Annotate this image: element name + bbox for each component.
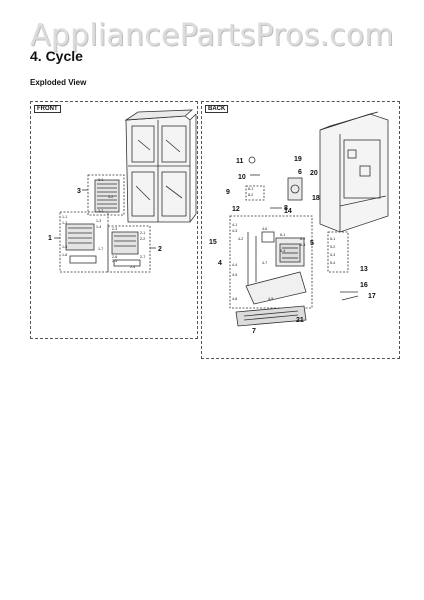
front-sublabel: 2-5: [112, 259, 117, 263]
exploded-view-subtitle: Exploded View: [30, 78, 87, 87]
front-callout: 1: [48, 235, 52, 242]
back-callout: 4: [218, 260, 222, 267]
front-sublabel: 2-3: [112, 227, 117, 231]
back-callout: 21: [296, 317, 304, 324]
back-callout: 6: [298, 169, 302, 176]
back-sublabel: 8-1: [248, 187, 253, 191]
back-sublabel: 4-4: [232, 263, 237, 267]
front-sublabel: 2-2: [140, 237, 145, 241]
front-panel-tag: FRONT: [34, 105, 61, 113]
back-callout: 15: [209, 239, 217, 246]
back-panel-tag: BACK: [205, 105, 229, 113]
front-sublabel: 1-7: [98, 247, 103, 251]
back-sublabel: 6-2: [300, 237, 305, 241]
front-sublabel: 1-5: [62, 245, 67, 249]
back-sublabel: 8-2: [248, 193, 253, 197]
back-sublabel: 5-3: [330, 253, 335, 257]
back-callout: 18: [312, 195, 320, 202]
back-callout: 11: [236, 158, 244, 165]
front-sublabel: 1-2: [62, 221, 67, 225]
refrigerator-front-body: [124, 109, 197, 223]
base-cover: [235, 305, 307, 327]
back-callout: 7: [252, 328, 256, 335]
back-sublabel: 4-8: [232, 297, 237, 301]
back-callout: 9: [226, 189, 230, 196]
front-sublabel: 2-6: [112, 255, 117, 259]
front-sublabel: 2-1: [140, 231, 145, 235]
compressor-compartment: [229, 215, 313, 309]
evaporator-assembly-1: [54, 211, 109, 273]
front-sublabel: 1-4: [96, 225, 101, 229]
back-callout: 10: [238, 174, 246, 181]
front-sublabel: 3-1: [98, 178, 103, 182]
back-sublabel: 4-1: [232, 223, 237, 227]
back-sublabel: 4-6: [262, 227, 267, 231]
section-title: 4. Cycle: [30, 48, 83, 64]
back-callout: 5: [310, 240, 314, 247]
front-sublabel: 3-2: [108, 195, 113, 199]
back-callout: 14: [284, 208, 292, 215]
front-callout: 2: [158, 246, 162, 253]
back-sublabel: 4-5: [232, 273, 237, 277]
back-sublabel: 4-9: [268, 297, 273, 301]
back-panel: [201, 101, 400, 359]
back-sublabel: 6-4: [280, 249, 285, 253]
front-sublabel: 1-3: [96, 219, 101, 223]
back-callout: 17: [368, 293, 376, 300]
back-sublabel: 4-2: [238, 237, 243, 241]
watermark-logo: AppliancePartsPros.com: [30, 18, 394, 53]
back-sublabel: 5-2: [330, 245, 335, 249]
front-sublabel: 2-7: [140, 255, 145, 259]
capillary-parts: [245, 156, 359, 301]
evaporator-assembly-3: [82, 174, 125, 216]
back-callout: 13: [360, 266, 368, 273]
front-sublabel: 2-4: [130, 265, 135, 269]
front-sublabel: 1-1: [62, 215, 67, 219]
front-sublabel: 1-6: [62, 253, 67, 257]
back-sublabel: 4-3: [232, 229, 237, 233]
refrigerator-back-body: [319, 111, 389, 233]
back-sublabel: 5-1: [330, 237, 335, 241]
back-sublabel: 6-3: [300, 243, 305, 247]
front-callout: 3: [77, 188, 81, 195]
back-callout: 12: [232, 206, 240, 213]
back-callout: 19: [294, 156, 302, 163]
back-callout: 20: [310, 170, 318, 177]
back-sublabel: 5-4: [330, 261, 335, 265]
back-sublabel: 4-7: [262, 261, 267, 265]
back-sublabel: 6-1: [280, 233, 285, 237]
evaporator-assembly-2: [107, 225, 156, 273]
front-sublabel: 3-3: [98, 209, 103, 213]
front-panel: [30, 101, 198, 339]
back-callout: 8: [284, 205, 288, 212]
back-callout: 16: [360, 282, 368, 289]
